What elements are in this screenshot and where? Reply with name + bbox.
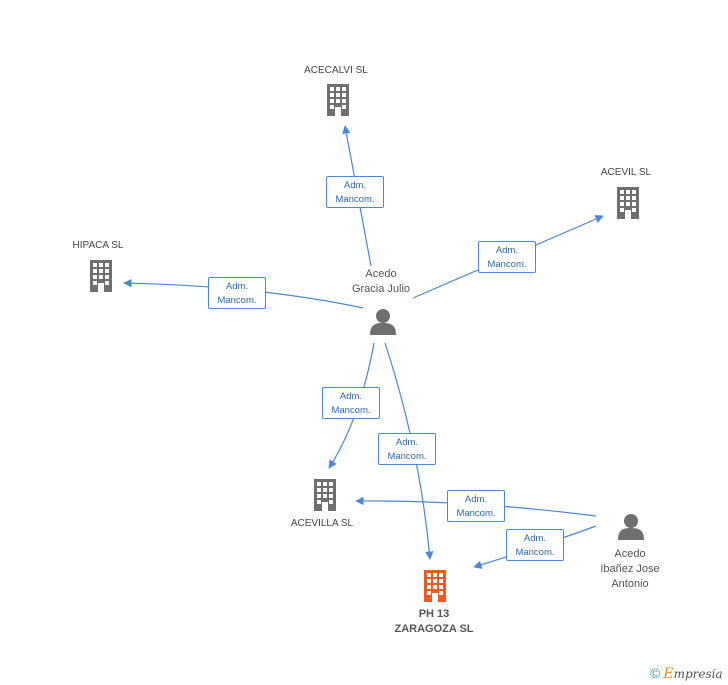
edge-label-line2: Mancom.	[387, 451, 427, 462]
edge-label-acevilla-from-ibanez[interactable]: Adm. Mancom.	[447, 490, 505, 522]
empresia-logo: Empresia	[663, 666, 723, 682]
empresia-logo-initial: E	[663, 666, 674, 682]
edge-label-acecalvi[interactable]: Adm. Mancom.	[326, 176, 384, 208]
acedo-gracia-label-line1: Acedo	[365, 268, 397, 280]
ph13-label-line1: PH 13	[418, 608, 450, 620]
hipaca-building-icon[interactable]	[90, 260, 112, 292]
acecalvi-label[interactable]: ACECALVI SL	[304, 65, 368, 76]
edge-label-ph13-from-ibanez[interactable]: Adm. Mancom.	[506, 529, 564, 561]
acedo-gracia-person-icon[interactable]	[370, 309, 396, 335]
edge-label-line1: Adm.	[225, 281, 249, 292]
ph13-building-icon[interactable]	[424, 570, 446, 602]
edge-label-line1: Adm.	[343, 180, 367, 191]
ph13-label[interactable]: PH 13 ZARAGOZA SL	[380, 607, 488, 637]
edge-label-line1: Adm.	[395, 437, 419, 448]
acecalvi-building-icon[interactable]	[327, 84, 349, 116]
edge-label-line1: Adm.	[523, 533, 547, 544]
edge-label-hipaca[interactable]: Adm. Mancom.	[208, 277, 266, 309]
edge-label-line2: Mancom.	[331, 405, 371, 416]
acevil-label[interactable]: ACEVIL SL	[600, 167, 652, 178]
hipaca-label[interactable]: HIPACA SL	[72, 240, 124, 251]
edge-label-line2: Mancom.	[487, 259, 527, 270]
acedo-ibanez-label-line2: Ibañez Jose	[600, 563, 660, 575]
acevilla-building-icon[interactable]	[314, 479, 336, 511]
acedo-gracia-label[interactable]: Acedo Gracia Julio	[335, 267, 427, 297]
empresia-logo-rest: mpresia	[673, 667, 723, 681]
acevilla-label[interactable]: ACEVILLA SL	[290, 518, 354, 529]
empresia-watermark: ©Empresia	[650, 665, 723, 682]
copyright-symbol: ©	[650, 665, 661, 681]
edge-label-line2: Mancom.	[335, 194, 375, 205]
edge-label-acevil[interactable]: Adm. Mancom.	[478, 241, 536, 273]
edge-label-line2: Mancom.	[456, 508, 496, 519]
edge-label-line2: Mancom.	[515, 547, 555, 558]
edge-label-ph13-from-gracia[interactable]: Adm. Mancom.	[378, 433, 436, 465]
edge-label-line1: Adm.	[464, 494, 488, 505]
edge-label-line1: Adm.	[339, 391, 363, 402]
acevil-building-icon[interactable]	[617, 187, 639, 219]
edge-label-line1: Adm.	[495, 245, 519, 256]
edge-label-line2: Mancom.	[217, 295, 257, 306]
edge-label-acevilla-from-gracia[interactable]: Adm. Mancom.	[322, 387, 380, 419]
acedo-ibanez-person-icon[interactable]	[618, 514, 644, 540]
ph13-label-line2: ZARAGOZA SL	[394, 623, 474, 635]
acedo-gracia-label-line2: Gracia Julio	[351, 283, 411, 295]
acedo-ibanez-label-line3: Antonio	[611, 578, 649, 590]
acedo-ibanez-label[interactable]: Acedo Ibañez Jose Antonio	[584, 547, 676, 592]
acedo-ibanez-label-line1: Acedo	[614, 548, 646, 560]
